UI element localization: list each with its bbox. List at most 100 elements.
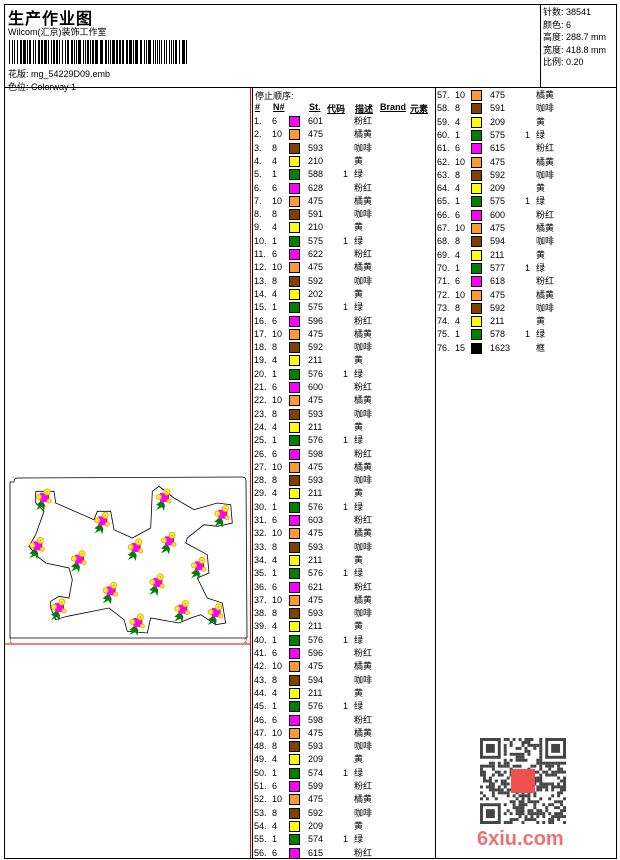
color-swatch — [471, 289, 482, 301]
barcode-bar — [59, 40, 60, 64]
seq: 46. — [254, 714, 267, 725]
seq: 65. — [437, 196, 450, 207]
stitches: 209 — [308, 754, 324, 765]
stitches: 593 — [308, 475, 324, 486]
desc: 咖啡 — [536, 103, 555, 114]
seq: 35. — [254, 568, 267, 579]
stitches: 202 — [308, 288, 324, 299]
needle: 8 — [272, 741, 278, 752]
stitches: 576 — [308, 501, 324, 512]
seq: 60. — [437, 129, 450, 140]
needle: 10 — [272, 794, 283, 805]
code: 1 — [525, 262, 531, 273]
stitches: 593 — [308, 408, 324, 419]
stitches: 592 — [490, 169, 506, 180]
flower-motif — [94, 511, 110, 535]
color-swatch — [289, 781, 300, 792]
seq: 42. — [254, 661, 267, 672]
stitches: 600 — [308, 382, 324, 392]
color-swatch — [289, 581, 300, 593]
color-count: 颜色: 6 — [543, 19, 572, 30]
desc: 黄 — [354, 355, 364, 366]
barcode-bar — [85, 40, 86, 64]
stitches: 615 — [490, 143, 506, 154]
seq: 47. — [254, 727, 267, 738]
color-swatch — [289, 129, 300, 141]
color-swatch — [289, 608, 300, 620]
stitches: 211 — [490, 316, 505, 327]
desc: 黄 — [536, 316, 546, 327]
column-header: St. — [309, 102, 321, 112]
needle: 6 — [272, 581, 278, 592]
code: 1 — [343, 435, 349, 446]
color-swatch — [289, 501, 300, 513]
seq: 67. — [437, 223, 450, 233]
desc: 黄 — [536, 116, 546, 127]
desc: 黄 — [536, 249, 546, 260]
needle: 10 — [272, 594, 283, 605]
desc: 黄 — [354, 754, 364, 765]
stitch-count: 针数: 38541 — [543, 7, 592, 17]
seq: 27. — [254, 461, 267, 472]
needle: 1 — [272, 435, 278, 446]
barcode-bar — [65, 40, 66, 64]
barcode-bar — [76, 40, 77, 64]
desc: 咖啡 — [354, 275, 373, 286]
desc: 咖啡 — [354, 142, 373, 153]
barcode-bar — [23, 40, 26, 64]
needle: 4 — [272, 488, 278, 499]
desc: 橘黄 — [354, 528, 373, 539]
barcode-bar — [116, 40, 118, 64]
needle: 6 — [272, 249, 278, 259]
barcode-bar — [126, 40, 128, 64]
divider — [250, 88, 251, 858]
code: 1 — [343, 767, 349, 778]
color-swatch — [471, 169, 482, 181]
stitches: 596 — [308, 648, 324, 658]
stitches: 211 — [308, 488, 323, 499]
needle: 4 — [272, 288, 278, 299]
barcode-bar — [122, 40, 124, 64]
needle: 6 — [272, 448, 278, 459]
flower-motif — [127, 538, 144, 561]
desc: 黄 — [354, 222, 364, 233]
seq: 16. — [254, 315, 267, 326]
desc: 绿 — [354, 169, 364, 180]
color-swatch — [289, 195, 300, 207]
color-swatch — [289, 807, 300, 819]
color-swatch — [289, 368, 300, 380]
desc: 粉红 — [354, 581, 373, 592]
barcode-bar — [140, 40, 142, 64]
stitches: 576 — [308, 368, 324, 379]
seq: 11. — [254, 249, 266, 259]
color-swatch — [471, 302, 482, 314]
needle: 4 — [272, 754, 278, 765]
seal — [511, 769, 535, 793]
flower-motif — [191, 556, 207, 580]
needle: 1 — [272, 568, 278, 579]
seq: 75. — [437, 329, 450, 340]
desc: 粉红 — [354, 515, 373, 525]
end-marker: 2 — [244, 639, 248, 645]
desc: 黄 — [354, 488, 364, 499]
color-swatch — [289, 382, 300, 393]
code: 1 — [343, 568, 349, 579]
barcode-bar — [100, 40, 103, 64]
desc: 绿 — [536, 329, 546, 340]
needle: 10 — [272, 395, 283, 406]
seq: 71. — [437, 276, 450, 287]
seq: 22. — [254, 395, 267, 406]
barcode-bar — [112, 40, 115, 64]
